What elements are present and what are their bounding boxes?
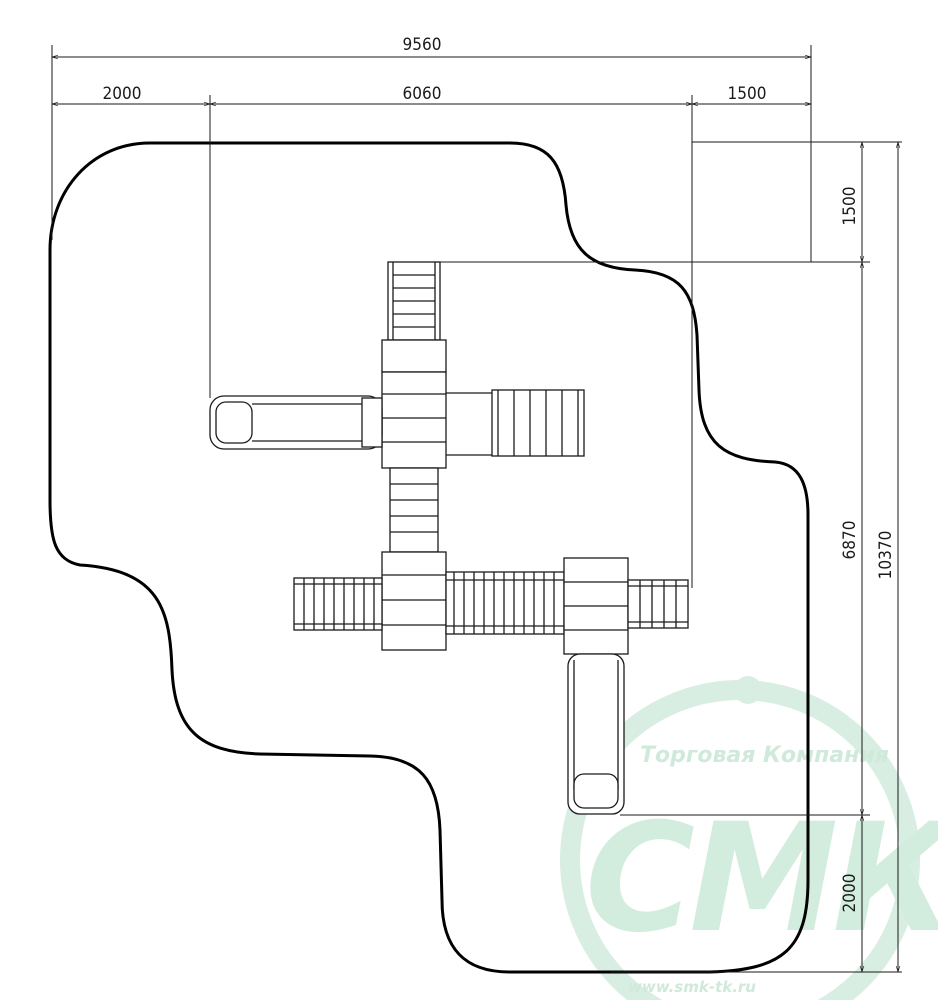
dim-text-right-mid: 6870 — [840, 521, 860, 560]
playground-equipment — [209, 261, 689, 815]
watermark-company-line: Торговая Компания — [640, 743, 889, 768]
lower-slide — [567, 653, 625, 815]
watermark-url: www.smk-tk.ru — [628, 978, 756, 996]
watermark-brand: СМК — [585, 792, 938, 966]
left-slide — [209, 395, 383, 450]
upper-tower-platform — [381, 371, 447, 469]
dim-text-right-top: 1500 — [840, 187, 860, 226]
lower-left-tower-platform — [381, 551, 447, 651]
vertical-bridge — [389, 467, 439, 553]
right-small-ladder — [627, 579, 689, 629]
dim-text-top-mid: 6060 — [403, 84, 442, 104]
dim-text-top-total: 9560 — [403, 35, 442, 55]
dim-text-right-total: 10370 — [876, 531, 896, 580]
lower-right-tower-platform — [563, 557, 629, 655]
watermark: СМК Торговая Компания www.smk-tk.ru — [560, 676, 938, 1000]
dim-text-right-bottom: 2000 — [840, 874, 860, 913]
top-ladder — [381, 261, 447, 373]
left-horizontal-ladder — [293, 577, 383, 631]
watermark-ring-knob — [734, 676, 762, 704]
dimensions — [50, 45, 902, 974]
horizontal-bridge — [445, 571, 565, 635]
dim-text-top-right: 1500 — [728, 84, 767, 104]
safety-zone-boundary — [48, 141, 810, 974]
right-climbing-panel — [446, 389, 585, 457]
dim-text-top-left: 2000 — [103, 84, 142, 104]
